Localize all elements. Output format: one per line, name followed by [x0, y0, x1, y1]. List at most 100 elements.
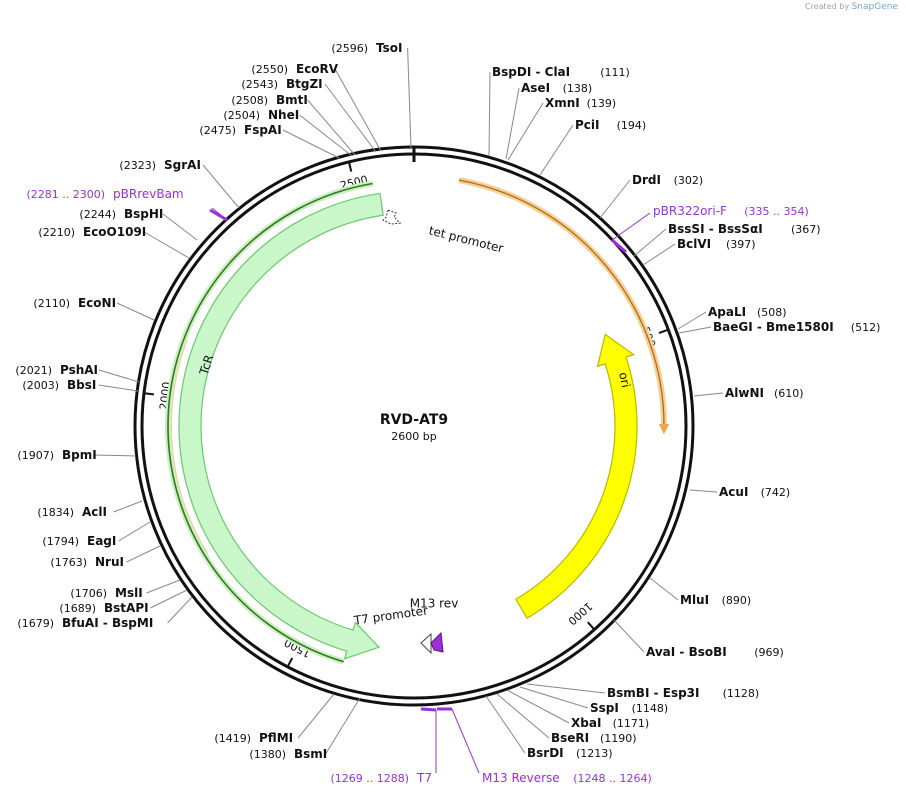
leader-line — [126, 545, 161, 563]
site-name: BfuAI - BspMI — [62, 616, 153, 630]
site-bbsi[interactable]: BbsI(2003) — [22, 378, 96, 392]
site-bmti[interactable]: BmtI(2508) — [231, 93, 307, 107]
tcr-gene-arc — [167, 182, 373, 663]
site-name: SgrAI — [164, 158, 201, 172]
site-name: BstAPI — [104, 601, 149, 615]
tick-mark-2000 — [143, 392, 155, 396]
site-position: (1689) — [59, 602, 96, 615]
site-bpmi[interactable]: BpmI(1907) — [17, 448, 96, 462]
site-position: (1834) — [37, 506, 74, 519]
site-nhei[interactable]: NheI(2504) — [223, 108, 299, 122]
site-bclvi[interactable]: BclVI(397) — [677, 237, 756, 251]
primer-pbrrevbam[interactable]: pBRrevBam(2281 .. 2300) — [26, 187, 183, 201]
site-baegi-bme1580i[interactable]: BaeGI - Bme1580I(512) — [713, 320, 880, 334]
site-pcii[interactable]: PciI(194) — [575, 118, 646, 132]
primer-binding-mark — [611, 238, 627, 254]
site-position: (1794) — [42, 535, 79, 548]
site-mlui[interactable]: MluI(890) — [680, 593, 751, 607]
leader-line — [642, 243, 676, 266]
site-position: (2210) — [38, 226, 75, 239]
primer-t7[interactable]: T7(1269 .. 1288) — [330, 771, 432, 785]
site-fspai[interactable]: FspAI (2475) — [199, 123, 281, 137]
leader-line — [677, 311, 707, 330]
site-pflmi[interactable]: PflMI (1419) — [214, 731, 293, 745]
site-alwni[interactable]: AlwNI(610) — [725, 386, 804, 400]
leader-line — [507, 102, 544, 161]
site-position: (2475) — [199, 124, 236, 137]
leader-line — [539, 124, 574, 176]
site-name: NruI — [95, 555, 124, 569]
site-drdi[interactable]: DrdI(302) — [632, 173, 703, 187]
site-position: (2550) — [251, 63, 288, 76]
site-acui[interactable]: AcuI (742) — [719, 485, 790, 499]
site-position: (2543) — [241, 78, 278, 91]
site-name: PciI — [575, 118, 600, 132]
site-bsphi[interactable]: BspHI(2244) — [79, 207, 163, 221]
tcr-label: TcR — [196, 353, 216, 378]
site-position: (1907) — [17, 449, 54, 462]
primer-pbr322ori-f[interactable]: pBR322ori-F(335 .. 354) — [653, 204, 809, 218]
leader-line — [485, 695, 526, 754]
site-pshai[interactable]: PshAI(2021) — [15, 363, 98, 377]
site-apali[interactable]: ApaLI(508) — [708, 305, 787, 319]
tick-label: 1000 — [565, 599, 595, 627]
site-name: BspDI - ClaI — [492, 65, 570, 79]
primer-name: T7 — [416, 771, 432, 785]
primer-name: pBRrevBam — [113, 187, 184, 201]
site-bseri[interactable]: BseRI(1190) — [551, 731, 637, 745]
primer-name: M13 Reverse — [482, 771, 560, 785]
site-econi[interactable]: EcoNI(2110) — [33, 296, 116, 310]
site-bstapi[interactable]: BstAPI (1689) — [59, 601, 148, 615]
site-bsmi[interactable]: BsmI(1380) — [249, 747, 327, 761]
watermark-brand: SnapGene — [851, 2, 898, 12]
site-btgzi[interactable]: BtgZI(2543) — [241, 77, 322, 91]
primer-m13-reverse[interactable]: M13 Reverse (1248 .. 1264) — [482, 771, 652, 785]
site-position: (742) — [761, 486, 791, 499]
tick-mark-1500 — [286, 657, 294, 668]
site-name: EcoO109I — [83, 225, 146, 239]
site-bsssi-bsss-i[interactable]: BssSI - BssSαI(367) — [668, 222, 821, 236]
leader-line — [98, 384, 139, 392]
site-bsrdi[interactable]: BsrDI(1213) — [527, 746, 613, 760]
leader-line — [678, 326, 712, 334]
primer-binding-mark — [420, 707, 437, 712]
misc-feature-line-right — [458, 179, 670, 435]
site-xmni[interactable]: XmnI(139) — [545, 96, 616, 110]
site-msli[interactable]: MslI(1706) — [70, 586, 142, 600]
site-position: (2021) — [15, 364, 52, 377]
site-position: (1380) — [249, 748, 286, 761]
site-position: (1419) — [214, 732, 251, 745]
site-position: (2508) — [231, 94, 268, 107]
site-name: FspAI — [244, 123, 282, 137]
site-xbai[interactable]: XbaI(1171) — [571, 716, 649, 730]
site-sgrai[interactable]: SgrAI(2323) — [119, 158, 200, 172]
leader-line — [689, 489, 718, 493]
tick-mark-1000 — [586, 621, 596, 631]
site-nrui[interactable]: NruI(1763) — [50, 555, 124, 569]
site-bspdi-clai[interactable]: BspDI - ClaI(111) — [492, 65, 630, 79]
site-position: (302) — [674, 174, 704, 187]
leader-line — [98, 369, 140, 383]
site-bsmbi-esp3i[interactable]: BsmBI - Esp3I(1128) — [607, 686, 759, 700]
site-ecoo109i[interactable]: EcoO109I (2210) — [38, 225, 146, 239]
site-ecorv[interactable]: EcoRV(2550) — [251, 62, 338, 76]
site-sspi[interactable]: SspI(1148) — [590, 701, 668, 715]
site-position: (2110) — [33, 297, 70, 310]
site-name: AseI — [521, 81, 550, 95]
leader-line — [488, 71, 491, 157]
t7-promoter-arrow — [420, 632, 432, 655]
site-name: AcuI — [719, 485, 748, 499]
primer-range: (1248 .. 1264) — [573, 772, 652, 785]
snapgene-watermark: Created by SnapGene — [805, 2, 898, 12]
site-acli[interactable]: AclI(1834) — [37, 505, 107, 519]
site-eagi[interactable]: EagI(1794) — [42, 534, 116, 548]
primer-name: pBR322ori-F — [653, 204, 727, 218]
site-tsoi[interactable]: TsoI(2596) — [331, 41, 402, 55]
site-position: (2003) — [22, 379, 59, 392]
site-asei[interactable]: AseI(138) — [521, 81, 592, 95]
site-name: MslI — [115, 586, 143, 600]
site-name: PflMI — [259, 731, 293, 745]
site-avai-bsobi[interactable]: AvaI - BsoBI(969) — [646, 645, 784, 659]
site-bfuai-bspmi[interactable]: BfuAI - BspMI(1679) — [17, 616, 153, 630]
primer-leader — [451, 708, 480, 774]
